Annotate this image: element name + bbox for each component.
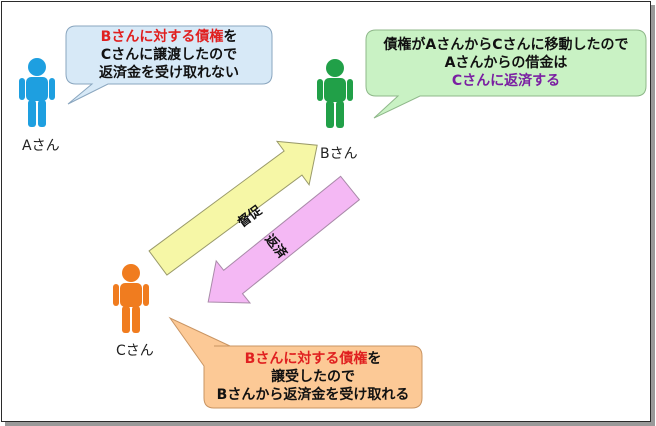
arrow-hensai bbox=[207, 175, 361, 304]
person-b-label: Bさん bbox=[320, 146, 358, 162]
person-a-icon bbox=[19, 58, 55, 127]
bubble-a-line1-rest: を bbox=[223, 29, 238, 45]
person-a-label: Aさん bbox=[22, 138, 60, 154]
bubble-c-line2: 譲受したので bbox=[271, 369, 355, 385]
person-c-label: Cさん bbox=[116, 343, 154, 359]
bubble-a-line1-red: Bさんに対する債権 bbox=[100, 29, 224, 45]
person-c-icon bbox=[113, 264, 149, 333]
bubble-c-shape bbox=[168, 316, 423, 409]
arrow-hensai-shape bbox=[207, 175, 361, 304]
bubble-a-shape bbox=[65, 25, 273, 105]
bubble-a-line1: Bさんに対する債権を bbox=[66, 28, 272, 46]
bubble-c-line1-red: Bさんに対する債権 bbox=[244, 351, 368, 367]
bubble-c-line1: Bさんに対する債権を bbox=[204, 350, 422, 368]
person-b-icon bbox=[317, 59, 353, 128]
arrow-tokusoku bbox=[148, 140, 318, 276]
bubble-a-line3: 返済金を受け取れない bbox=[99, 65, 239, 81]
bubble-b-line3: Cさんに返済する bbox=[451, 73, 561, 89]
arrow-tokusoku-shape bbox=[148, 140, 318, 276]
bubble-a-line2: Cさんに譲渡したので bbox=[100, 47, 238, 63]
bubble-c-line3: Bさんから返済金を受け取れる bbox=[216, 387, 410, 403]
bubble-b-shape bbox=[365, 29, 647, 119]
bubble-b-line2: Aさんからの借金は bbox=[444, 55, 568, 71]
bubble-a-text: Bさんに対する債権を Cさんに譲渡したので 返済金を受け取れない bbox=[66, 28, 272, 82]
bubble-b-line1: 債権がAさんからCさんに移動したので bbox=[383, 37, 629, 53]
bubble-c-line1-rest: を bbox=[367, 351, 382, 367]
bubble-c-text: Bさんに対する債権を 譲受したので Bさんから返済金を受け取れる bbox=[204, 350, 422, 404]
bubble-b-text: 債権がAさんからCさんに移動したので Aさんからの借金は Cさんに返済する bbox=[366, 36, 646, 90]
